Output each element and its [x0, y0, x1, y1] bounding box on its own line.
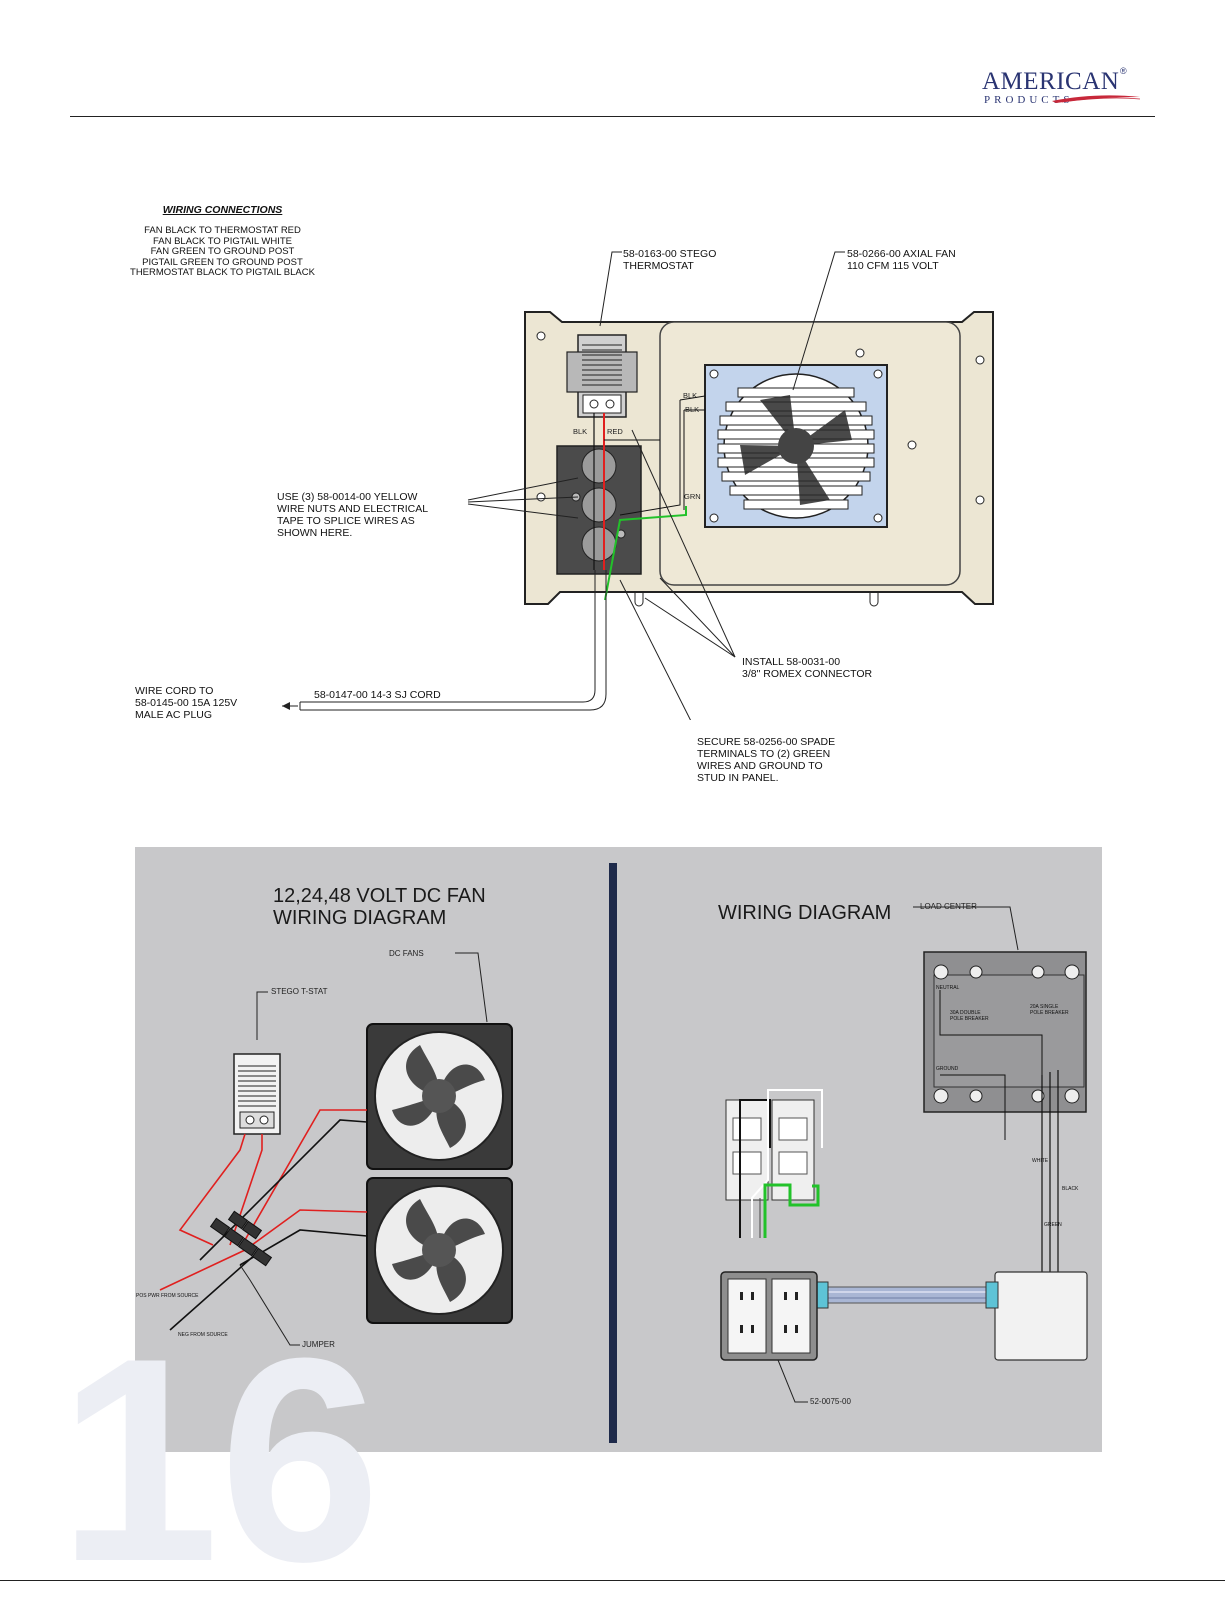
label-line: 20A SINGLE	[1030, 1004, 1059, 1010]
load-center-label: LOAD CENTER	[920, 902, 977, 911]
label-line: 58-0163-00 STEGO	[623, 248, 717, 260]
terminal-block	[209, 1210, 273, 1267]
dc-diagram-title: 12,24,48 VOLT DC FAN WIRING DIAGRAM	[273, 885, 486, 929]
title-line: 12,24,48 VOLT DC FAN	[273, 885, 486, 907]
label-line: STUD IN PANEL.	[697, 772, 779, 784]
ac-diagram-title: WIRING DIAGRAM	[718, 902, 892, 924]
wiring-line: PIGTAIL GREEN TO GROUND POST	[142, 256, 303, 268]
dc-fan-top	[366, 1023, 513, 1170]
label-line: 58-0145-00 15A 125V	[135, 697, 238, 709]
dc-fan-bottom	[366, 1177, 513, 1324]
bottom-diagrams-drawing	[159, 863, 1088, 1443]
wire-label-blk: BLK	[573, 427, 588, 436]
wire-label-blk: BLK	[683, 391, 698, 400]
wiring-line: THERMOSTAT BLACK TO PIGTAIL BLACK	[130, 267, 315, 278]
thermostat-label: 58-0163-00 STEGO THERMOSTAT	[623, 248, 716, 272]
wire-nuts-label: USE (3) 58-0014-00 YELLOW WIRE NUTS AND …	[277, 491, 428, 539]
label-line: 3/8" ROMEX CONNECTOR	[742, 668, 873, 680]
label-line: 110 CFM 115 VOLT	[847, 260, 939, 272]
dc-fans-label: DC FANS	[389, 949, 424, 958]
label-line: WIRES AND GROUND TO	[697, 760, 823, 772]
label-line: SECURE 58-0256-00 SPADE	[697, 736, 836, 748]
footer-rule	[0, 1580, 1225, 1581]
logo-main-text: AMERICAN	[982, 68, 1120, 95]
junction-box-right	[994, 1271, 1088, 1361]
label-line: WIRE NUTS AND ELECTRICAL	[277, 503, 429, 515]
fan-panel-drawing	[282, 251, 994, 720]
logo-registered: ®	[1120, 66, 1127, 76]
label-line: SHOWN HERE.	[277, 527, 353, 539]
wire-green-label: GREEN	[1044, 1222, 1062, 1228]
sj-cord-label: 58-0147-00 14-3 SJ CORD	[314, 689, 441, 701]
header-rule	[70, 116, 1155, 117]
romex-label: INSTALL 58-0031-00 3/8" ROMEX CONNECTOR	[742, 656, 872, 680]
label-line: MALE AC PLUG	[135, 709, 213, 721]
label-line: INSTALL 58-0031-00	[742, 656, 841, 668]
bottom-diagram-panel	[135, 847, 1102, 1452]
neg-source-label: NEG FROM SOURCE	[178, 1332, 228, 1338]
jumper-label: JUMPER	[302, 1340, 335, 1349]
logo-sub-text: PRODUCTS	[984, 94, 1074, 106]
page-number: 16	[58, 1298, 381, 1622]
breaker-single-label: 20A SINGLE POLE BREAKER	[1030, 1004, 1069, 1016]
label-line: TERMINALS TO (2) GREEN	[697, 748, 831, 760]
cord-label: WIRE CORD TO 58-0145-00 15A 125V MALE AC…	[135, 685, 237, 721]
stego-tstat-label: STEGO T-STAT	[271, 987, 328, 996]
pos-power-label: POS PWR FROM SOURCE	[136, 1293, 199, 1299]
wire-black-label: BLACK	[1062, 1186, 1079, 1192]
label-line: POLE BREAKER	[950, 1016, 989, 1022]
label-line: TAPE TO SPLICE WIRES AS	[277, 515, 415, 527]
wire-label-red: RED	[607, 427, 623, 436]
wire-label-grn: GRN	[684, 492, 701, 501]
fan-label: 58-0266-00 AXIAL FAN 110 CFM 115 VOLT	[847, 248, 956, 272]
title-line: WIRING DIAGRAM	[273, 907, 447, 929]
breaker-double-label: 30A DOUBLE POLE BREAKER	[950, 1010, 989, 1022]
label-line: WIRE CORD TO	[135, 685, 214, 697]
label-line: THERMOSTAT	[623, 260, 694, 272]
wiring-connections-title: WIRING CONNECTIONS	[162, 204, 283, 216]
logo-swoosh-icon	[1052, 95, 1141, 103]
wiring-line: FAN GREEN TO GROUND POST	[150, 246, 295, 257]
wire-white-label: WHITE	[1032, 1158, 1049, 1164]
ground-label: GROUND	[936, 1066, 959, 1072]
label-line: 30A DOUBLE	[950, 1010, 981, 1016]
label-line: USE (3) 58-0014-00 YELLOW	[277, 491, 418, 503]
wiring-line: FAN BLACK TO THERMOSTAT RED	[144, 225, 301, 236]
label-line: 58-0266-00 AXIAL FAN	[847, 248, 956, 260]
wiring-connections-list: FAN BLACK TO THERMOSTAT RED FAN BLACK TO…	[100, 225, 345, 279]
outlet-part-label: 52-0075-00	[810, 1397, 851, 1406]
logo: AMERICAN ® PRODUCTS	[982, 66, 1142, 113]
label-line: POLE BREAKER	[1030, 1010, 1069, 1016]
wiring-line: FAN BLACK TO PIGTAIL WHITE	[152, 235, 292, 247]
spade-label: SECURE 58-0256-00 SPADE TERMINALS TO (2)…	[697, 736, 835, 784]
outlet-wiring	[725, 1089, 823, 1238]
wire-label-blk: BLK	[685, 405, 700, 414]
neutral-label: NEUTRAL	[936, 985, 960, 991]
